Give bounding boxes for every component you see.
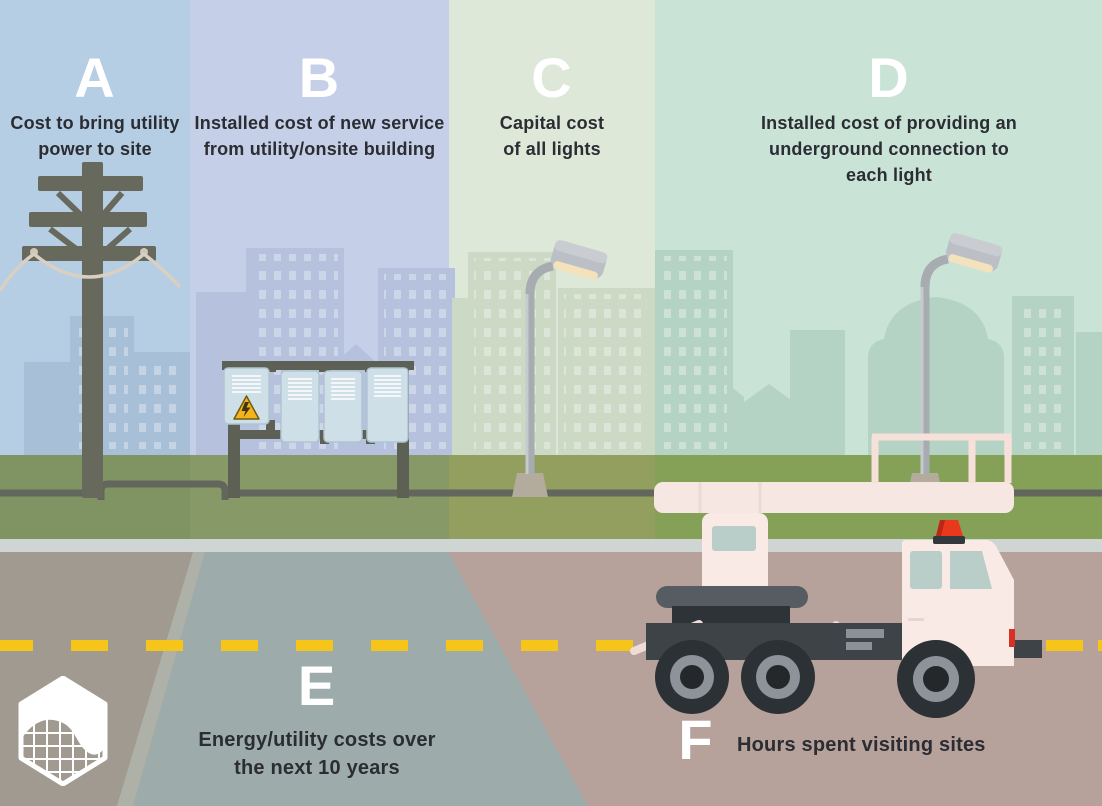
section-e-letter: E (297, 654, 337, 717)
bucket-truck-illustration (630, 433, 1042, 718)
section-b-description: Installed cost of new service from utili… (194, 113, 445, 160)
grass-strip-c (449, 455, 655, 539)
crane-operator-cab (702, 513, 768, 598)
section-c-description: Capital cost of all lights (499, 113, 605, 160)
energy-wedge-zone (133, 552, 588, 806)
section-d-letter: D (868, 46, 910, 109)
cab-windshield (950, 551, 992, 589)
section-d-description: Installed cost of providing an undergrou… (760, 113, 1018, 186)
section-e-description: Energy/utility costs over the next 10 ye… (198, 729, 436, 779)
road-corner-zone (0, 552, 193, 806)
section-f-letter: F (678, 708, 714, 771)
section-a-letter: A (74, 46, 116, 109)
beacon-light-icon (936, 520, 963, 536)
crane-turntable (656, 586, 808, 608)
section-f-description: Hours spent visiting sites (737, 734, 986, 756)
section-a-description: Cost to bring utility power to site (10, 113, 180, 160)
curb-strip (0, 539, 1102, 552)
section-c-letter: C (531, 46, 573, 109)
streetlight-c-illustration (512, 240, 608, 497)
truck-wheels (655, 640, 975, 718)
warning-triangle-icon (233, 395, 260, 420)
center-line-dashes (0, 640, 1102, 651)
hexagon-wave-logo (18, 676, 108, 786)
power-lines (0, 252, 182, 292)
utility-pole-illustration (0, 162, 182, 498)
service-cabinet-illustration (222, 361, 414, 498)
bucket-railing (871, 433, 1012, 483)
truck-boom (654, 482, 1014, 513)
section-b-letter: B (298, 46, 341, 109)
cab-rear-window (910, 551, 942, 589)
streetlight-d-illustration (907, 233, 1003, 497)
wedge-edge-highlight (117, 552, 205, 806)
streetlight-base (512, 473, 548, 497)
